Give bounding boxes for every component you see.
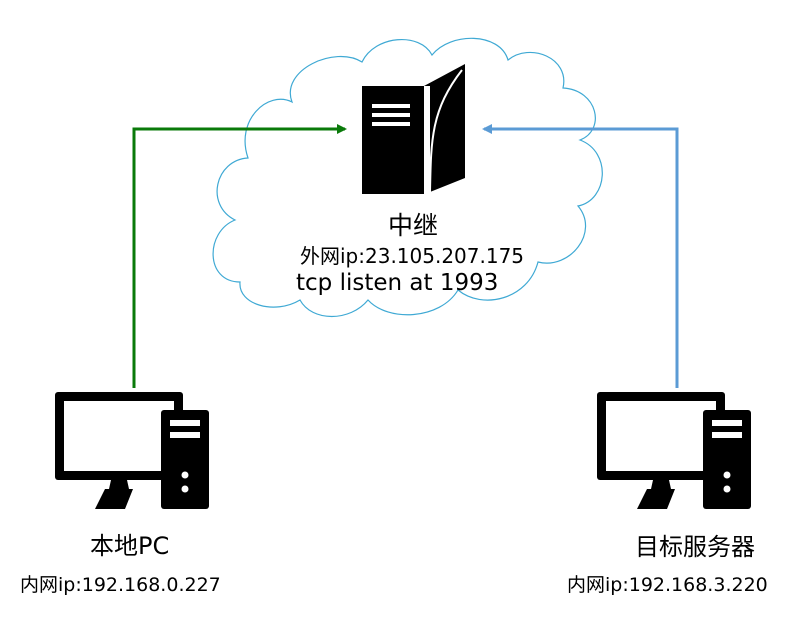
target-server-lan-ip: 内网ip:192.168.3.220	[567, 574, 768, 596]
desktop-computer-icon	[55, 392, 209, 509]
target-server-name: 目标服务器	[635, 533, 755, 561]
relay-public-ip: 外网ip:23.105.207.175	[300, 244, 525, 268]
local-pc-name: 本地PC	[90, 532, 170, 560]
server-tower-icon	[362, 64, 465, 194]
desktop-computer-icon	[597, 392, 751, 509]
local-to-relay-arrow	[132, 124, 347, 388]
relay-listen-port: tcp listen at 1993	[296, 270, 499, 296]
target-to-relay-arrow	[482, 124, 679, 388]
relay-name: 中继	[388, 211, 439, 240]
local-pc-lan-ip: 内网ip:192.168.0.227	[20, 574, 221, 596]
